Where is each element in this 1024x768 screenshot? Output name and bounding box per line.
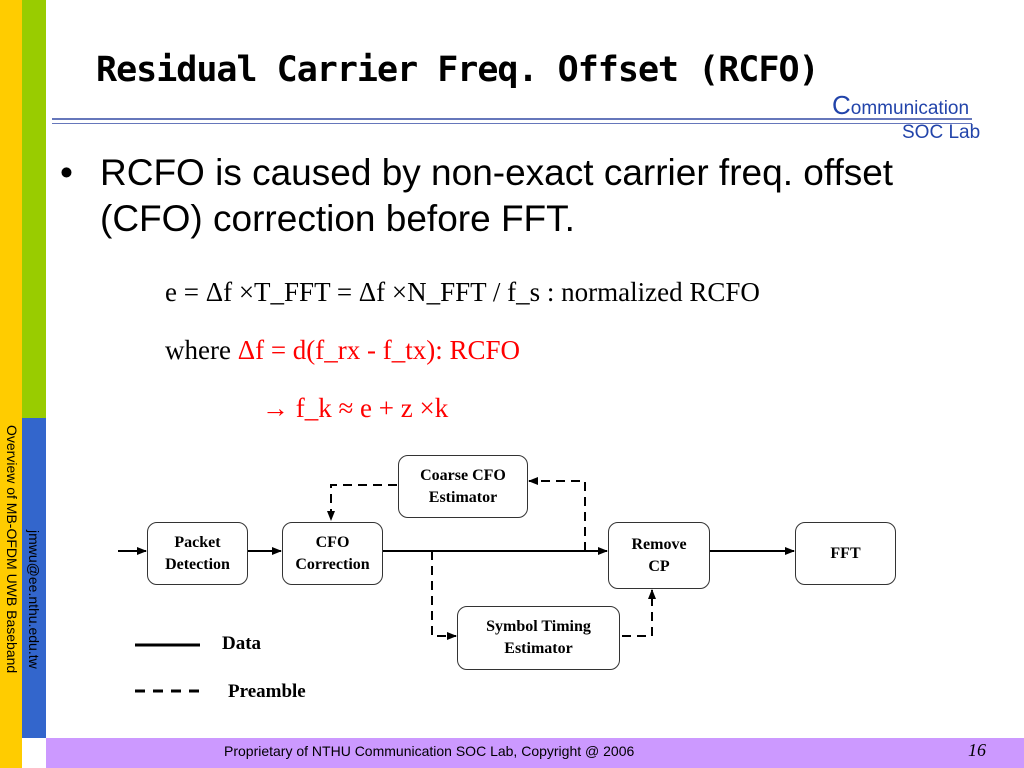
coarse-cfo-estimator-block: Coarse CFO Estimator (398, 455, 528, 518)
equation-rcfo-definition: where Δf = d(f_rx - f_tx): RCFO (165, 335, 520, 366)
sidebar-yellow-bar (0, 0, 22, 768)
fft-block: FFT (795, 522, 896, 585)
block-label-line: CFO (315, 533, 350, 551)
sidebar-blue-bar (22, 418, 46, 738)
legend-data-label: Data (222, 633, 262, 654)
block-label-line: Estimator (428, 488, 498, 506)
logo-line1: Communication (832, 90, 969, 121)
legend-preamble-label: Preamble (228, 681, 306, 702)
preamble-path-estimator-to-cfo (327, 484, 397, 521)
cfo-correction-block: CFO Correction (282, 522, 383, 585)
logo-initial: C (832, 90, 851, 120)
block-label-line: Estimator (504, 640, 573, 657)
preamble-path-timing-to-removecp (622, 589, 656, 637)
equation-normalized-rcfo: e = Δf ×T_FFT = Δf ×N_FFT / f_s : normal… (165, 277, 760, 307)
bullet-text: RCFO is caused by non-exact carrier freq… (100, 152, 894, 239)
page-title: Residual Carrier Freq. Offset (RCFO) (96, 50, 820, 90)
preamble-path-to-timing-estimator (431, 551, 457, 640)
footer-bar (46, 738, 1024, 768)
logo-rest: ommunication (850, 98, 970, 119)
logo-line2: SOC Lab (902, 122, 981, 143)
title-rule-thick (52, 118, 972, 120)
packet-detection-block: Packet Detection (147, 522, 248, 585)
block-label-line: Detection (165, 555, 230, 573)
bullet-dot: • (60, 152, 73, 193)
page-number: 16 (968, 740, 986, 760)
preamble-path-to-coarse-estimator (528, 477, 586, 551)
equation-where-label: where (165, 335, 231, 365)
block-label-line: Symbol Timing (486, 618, 591, 635)
title-rule-thin (52, 123, 972, 124)
remove-cp-block: Remove CP (608, 522, 710, 589)
footer-copyright: Proprietary of NTHU Communication SOC La… (224, 743, 635, 759)
equation-rcfo-formula: Δf = d(f_rx - f_tx): RCFO (237, 335, 521, 365)
block-label-line: Remove (631, 535, 687, 553)
block-label-line: Packet (174, 533, 221, 551)
block-label-line: CP (648, 557, 670, 575)
block-label-line: Correction (295, 555, 370, 573)
sidebar-green-bar (22, 0, 46, 418)
block-label-line: Coarse CFO (420, 466, 506, 484)
symbol-timing-estimator-block: Symbol Timing Estimator (457, 606, 620, 670)
equation-phase-approx: → f_k ≈ e + z ×k (262, 393, 449, 423)
block-label-line: FFT (830, 544, 861, 562)
